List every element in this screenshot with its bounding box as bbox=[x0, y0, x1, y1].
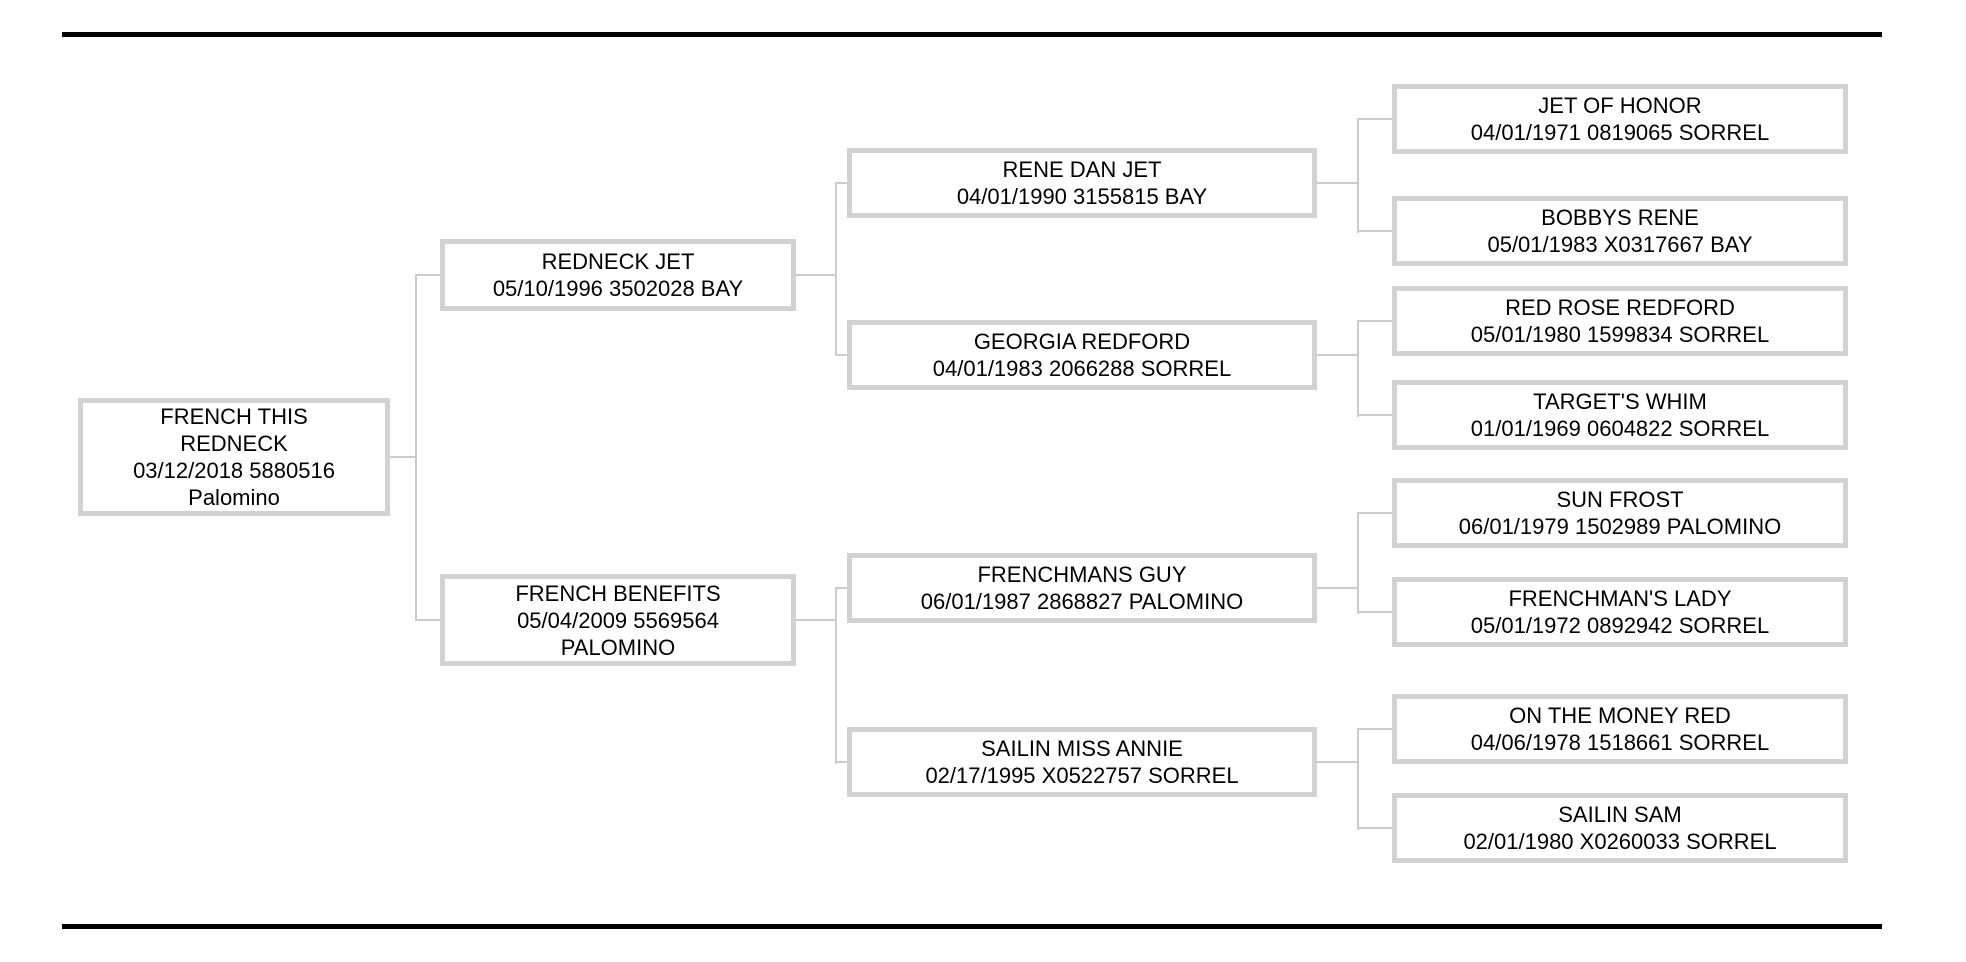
connector-line bbox=[1357, 118, 1359, 233]
horse-name: RED ROSE REDFORD bbox=[1505, 295, 1735, 320]
connector-line bbox=[837, 182, 847, 184]
pedigree-node-french-benefits: FRENCH BENEFITS 05/04/2009 5569564 PALOM… bbox=[440, 574, 796, 666]
connector-line bbox=[1317, 354, 1359, 356]
connector-line bbox=[796, 274, 837, 276]
pedigree-node-sun-frost: SUN FROST 06/01/1979 1502989 PALOMINO bbox=[1392, 478, 1848, 548]
pedigree-node-sailin-miss-annie: SAILIN MISS ANNIE 02/17/1995 X0522757 SO… bbox=[847, 727, 1317, 797]
horse-name: ON THE MONEY RED bbox=[1509, 703, 1731, 728]
connector-line bbox=[1357, 320, 1359, 417]
horse-detail: 05/01/1980 1599834 SORREL bbox=[1470, 322, 1770, 347]
horse-name: SUN FROST bbox=[1556, 487, 1684, 512]
horse-detail: 03/12/2018 5880516 bbox=[133, 458, 335, 483]
connector-line bbox=[1359, 118, 1392, 120]
connector-line bbox=[417, 274, 440, 276]
horse-name: FRENCHMAN'S LADY bbox=[1508, 586, 1732, 611]
horse-name: FRENCH BENEFITS bbox=[515, 580, 721, 606]
connector-line bbox=[837, 587, 847, 589]
horse-name: SAILIN SAM bbox=[1558, 802, 1682, 827]
horse-detail: 02/01/1980 X0260033 SORREL bbox=[1463, 829, 1777, 854]
connector-line bbox=[835, 587, 837, 764]
connector-line bbox=[1357, 728, 1359, 830]
horse-detail: 05/10/1996 3502028 BAY bbox=[492, 276, 744, 301]
connector-line bbox=[417, 619, 440, 621]
horse-detail: 05/01/1972 0892942 SORREL bbox=[1470, 613, 1770, 638]
connector-line bbox=[837, 354, 847, 356]
horse-detail: 06/01/1987 2868827 PALOMINO bbox=[920, 589, 1244, 614]
connector-line bbox=[1317, 182, 1359, 184]
horse-name: GEORGIA REDFORD bbox=[973, 329, 1191, 354]
pedigree-node-red-rose-redford: RED ROSE REDFORD 05/01/1980 1599834 SORR… bbox=[1392, 286, 1848, 356]
horse-detail: 04/06/1978 1518661 SORREL bbox=[1470, 730, 1770, 755]
horse-detail: Palomino bbox=[188, 485, 280, 510]
horse-detail: 04/01/1983 2066288 SORREL bbox=[932, 356, 1232, 381]
pedigree-node-sailin-sam: SAILIN SAM 02/01/1980 X0260033 SORREL bbox=[1392, 793, 1848, 863]
horse-detail: 05/01/1983 X0317667 BAY bbox=[1487, 232, 1753, 257]
horse-name: FRENCH THIS bbox=[160, 404, 308, 429]
top-rule bbox=[62, 32, 1882, 37]
pedigree-node-targets-whim: TARGET'S WHIM 01/01/1969 0604822 SORREL bbox=[1392, 380, 1848, 450]
connector-line bbox=[1317, 761, 1359, 763]
horse-name: REDNECK JET bbox=[541, 249, 695, 274]
horse-detail: PALOMINO bbox=[560, 634, 676, 660]
connector-line bbox=[415, 274, 417, 621]
connector-line bbox=[1359, 728, 1392, 730]
horse-detail: 01/01/1969 0604822 SORREL bbox=[1470, 416, 1770, 441]
horse-detail: 05/04/2009 5569564 bbox=[517, 607, 719, 633]
pedigree-node-redneck-jet: REDNECK JET 05/10/1996 3502028 BAY bbox=[440, 239, 796, 311]
horse-detail: 04/01/1990 3155815 BAY bbox=[956, 184, 1208, 209]
connector-line bbox=[837, 761, 847, 763]
connector-line bbox=[1359, 230, 1392, 232]
horse-name: RENE DAN JET bbox=[1002, 157, 1162, 182]
pedigree-node-frenchmans-guy: FRENCHMANS GUY 06/01/1987 2868827 PALOMI… bbox=[847, 553, 1317, 623]
horse-detail: 06/01/1979 1502989 PALOMINO bbox=[1458, 514, 1782, 539]
horse-detail: 04/01/1971 0819065 SORREL bbox=[1470, 120, 1770, 145]
connector-line bbox=[1359, 320, 1392, 322]
horse-detail: 02/17/1995 X0522757 SORREL bbox=[925, 763, 1239, 788]
connector-line bbox=[1359, 827, 1392, 829]
pedigree-node-french-this-redneck: FRENCH THIS REDNECK 03/12/2018 5880516 P… bbox=[78, 398, 390, 516]
horse-name: TARGET'S WHIM bbox=[1533, 389, 1707, 414]
pedigree-node-georgia-redford: GEORGIA REDFORD 04/01/1983 2066288 SORRE… bbox=[847, 320, 1317, 390]
pedigree-node-rene-dan-jet: RENE DAN JET 04/01/1990 3155815 BAY bbox=[847, 148, 1317, 218]
horse-name: BOBBYS RENE bbox=[1541, 205, 1699, 230]
connector-line bbox=[1359, 512, 1392, 514]
pedigree-node-on-the-money-red: ON THE MONEY RED 04/06/1978 1518661 SORR… bbox=[1392, 694, 1848, 764]
horse-name: SAILIN MISS ANNIE bbox=[981, 736, 1183, 761]
horse-name: REDNECK bbox=[180, 431, 288, 456]
connector-line bbox=[1317, 587, 1359, 589]
connector-line bbox=[390, 456, 417, 458]
horse-name: JET OF HONOR bbox=[1538, 93, 1702, 118]
pedigree-node-frenchmans-lady: FRENCHMAN'S LADY 05/01/1972 0892942 SORR… bbox=[1392, 577, 1848, 647]
connector-line bbox=[835, 182, 837, 356]
connector-line bbox=[1357, 512, 1359, 614]
pedigree-node-bobbys-rene: BOBBYS RENE 05/01/1983 X0317667 BAY bbox=[1392, 196, 1848, 266]
connector-line bbox=[796, 619, 837, 621]
horse-name: FRENCHMANS GUY bbox=[977, 562, 1187, 587]
connector-line bbox=[1359, 414, 1392, 416]
pedigree-node-jet-of-honor: JET OF HONOR 04/01/1971 0819065 SORREL bbox=[1392, 84, 1848, 154]
bottom-rule bbox=[62, 924, 1882, 929]
connector-line bbox=[1359, 611, 1392, 613]
